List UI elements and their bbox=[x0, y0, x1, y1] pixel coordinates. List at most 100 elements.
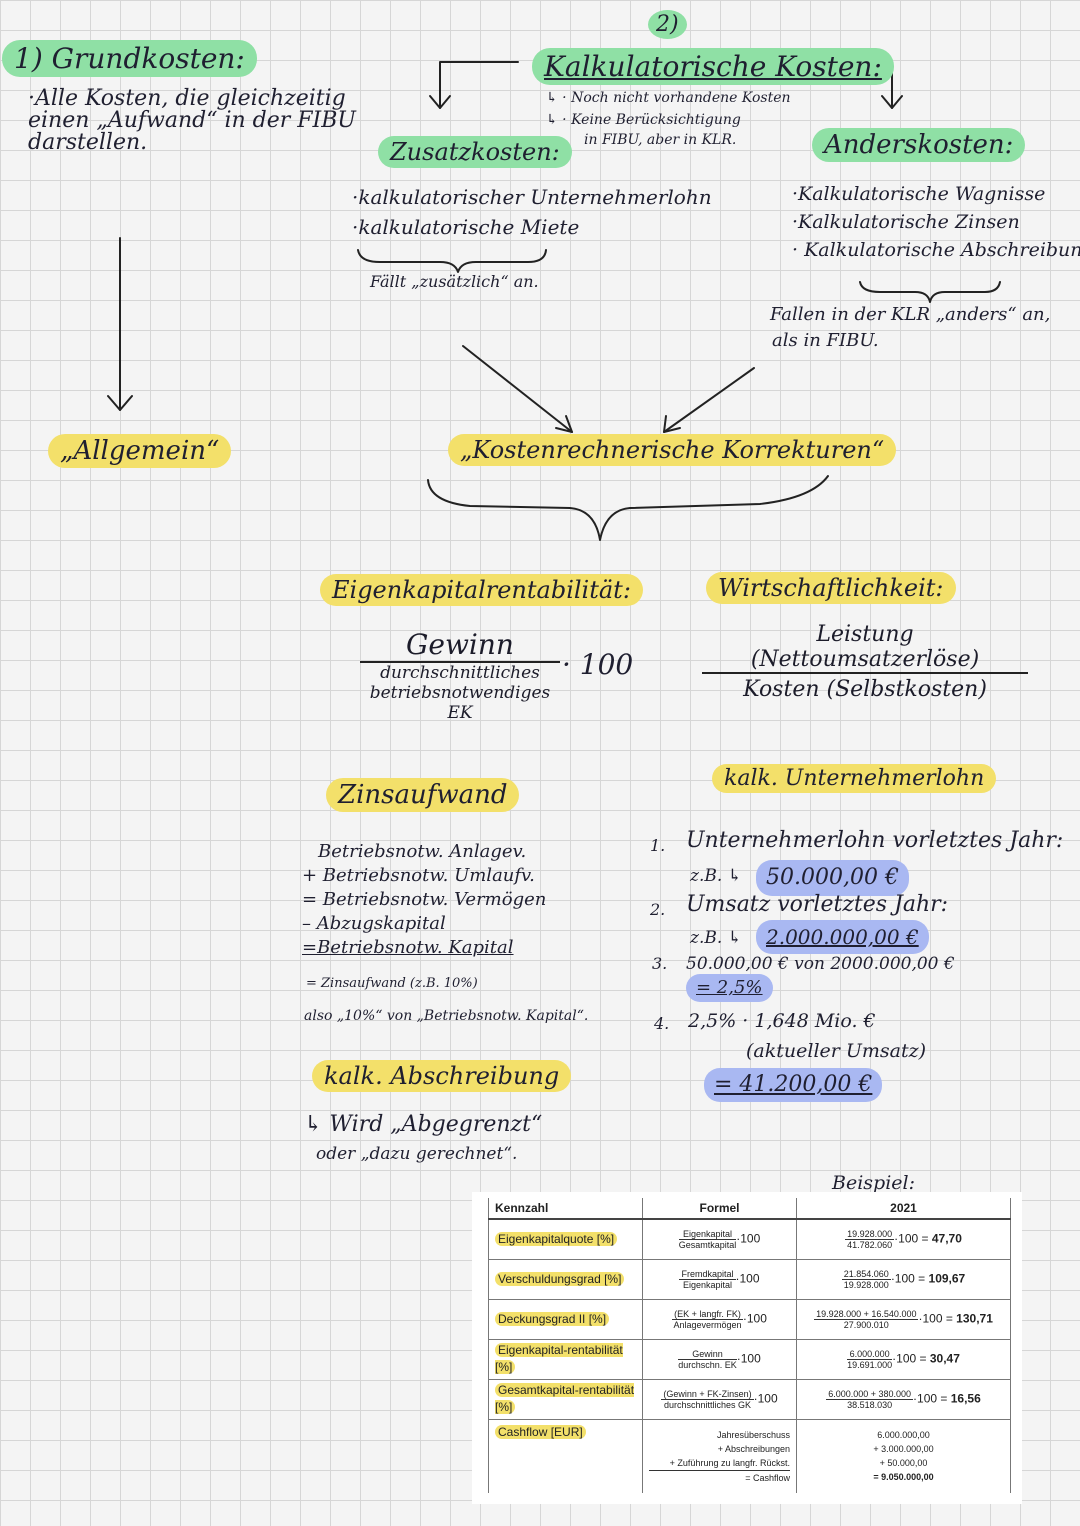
ekr-title: Eigenkapitalrentabilität: bbox=[320, 574, 643, 606]
formel-multiplier: ·100 bbox=[736, 1231, 761, 1246]
kalk-sub-3: in FIBU, aber in KLR. bbox=[584, 132, 737, 148]
wirt-numerator: Leistung (Nettoumsatzerlöse) bbox=[702, 622, 1028, 674]
kennzahl-label: Cashflow [EUR] bbox=[495, 1424, 586, 1439]
cashflow-formula-line: = Cashflow bbox=[649, 1469, 790, 1485]
formel-denominator: durchschnittliches GK bbox=[663, 1399, 751, 1410]
formel-multiplier: ·100 bbox=[742, 1311, 767, 1326]
value-denominator: 38.518.030 bbox=[847, 1399, 893, 1410]
value-numerator: 19.928.000 bbox=[845, 1228, 895, 1240]
anderskosten-item: · Kalkulatorische Abschreibung bbox=[792, 239, 1080, 261]
grundkosten-title: 1) Grundkosten: bbox=[2, 40, 257, 77]
anderskosten-note-line: Fallen in der KLR „anders“ an, bbox=[770, 304, 1051, 325]
table-header-row: Kennzahl Formel 2021 bbox=[488, 1198, 1011, 1220]
value-result: 109,67 bbox=[928, 1271, 966, 1286]
formel-multiplier: ·100 bbox=[736, 1351, 761, 1366]
ekr-numerator: Gewinn bbox=[360, 628, 560, 663]
zinsaufwand-title: Zinsaufwand bbox=[326, 778, 520, 812]
cashflow-value-line: 6.000.000,00 bbox=[877, 1430, 930, 1441]
zinsaufwand-explanation: also „10%“ von „Betriebsnotw. Kapital“. bbox=[304, 1008, 589, 1024]
cashflow-value-line: = 9.050.000,00 bbox=[873, 1472, 934, 1483]
formel-denominator: Anlagevermögen bbox=[673, 1319, 742, 1330]
zinsaufwand-rate: = Zinsaufwand (z.B. 10%) bbox=[306, 976, 478, 991]
zins-line: + Betriebsnotw. Umlaufv. bbox=[302, 865, 535, 886]
zins-line: = Betriebsnotw. Vermögen bbox=[302, 889, 547, 910]
formel-numerator: Eigenkapital bbox=[678, 1229, 737, 1240]
formel-multiplier: ·100 bbox=[735, 1271, 760, 1286]
kostenrechnerische-korrekturen: „Kostenrechnerische Korrekturen“ bbox=[448, 434, 897, 466]
kennzahl-label: Verschuldungsgrad [%] bbox=[495, 1271, 625, 1286]
kennzahl-label: Eigenkapital-rentabilität [%] bbox=[495, 1343, 623, 1374]
ulohn-umsatz-value: 2.000.000,00 € bbox=[756, 920, 929, 954]
zins-line: Betriebsnotw. Anlagev. bbox=[318, 841, 527, 862]
formel-numerator: Fremdkapital bbox=[679, 1268, 736, 1280]
header-formel: Formel bbox=[642, 1198, 797, 1220]
formel-denominator: Gesamtkapital bbox=[678, 1239, 737, 1250]
allgemein-label: „Allgemein“ bbox=[48, 434, 232, 468]
ekr-formula: Gewinn durchschnittliches betriebsnotwen… bbox=[360, 628, 560, 723]
kennzahl-cell: Eigenkapital-rentabilität [%] bbox=[488, 1338, 643, 1379]
value-denominator: 19.691.000 bbox=[847, 1359, 893, 1370]
kalk-sub-2: ↳ · Keine Berücksichtigung bbox=[546, 112, 741, 128]
value-denominator: 27.900.010 bbox=[843, 1319, 889, 1330]
abschreibung-line-2: oder „dazu gerechnet“. bbox=[316, 1144, 518, 1164]
unternehmerlohn-title: kalk. Unternehmerlohn bbox=[712, 764, 997, 793]
ulohn-step-2-zb: z.B. ↳ bbox=[690, 928, 742, 948]
zusatzkosten-item: ·kalkulatorische Miete bbox=[352, 215, 580, 239]
ulohn-step-3-number: 3. bbox=[652, 954, 668, 973]
ulohn-step-1: Unternehmerlohn vorletztes Jahr: bbox=[686, 828, 1064, 853]
value-multiplier: ·100 = bbox=[918, 1311, 957, 1326]
anderskosten-note: Fallen in der KLR „anders“ an, als in FI… bbox=[770, 302, 1050, 354]
ulohn-step-2-number: 2. bbox=[650, 900, 666, 919]
ulohn-step-4-number: 4. bbox=[654, 1014, 670, 1033]
cashflow-formula-line: Jahresüberschuss bbox=[716, 1429, 790, 1440]
ulohn-step-1-zb: z.B. ↳ bbox=[690, 866, 742, 886]
kennzahl-label: Eigenkapitalquote [%] bbox=[495, 1231, 618, 1246]
ulohn-step-4: 2,5% · 1,648 Mio. € bbox=[688, 1010, 876, 1032]
cashflow-value-line: + 3.000.000,00 bbox=[873, 1444, 934, 1455]
ulohn-result-value: = 41.200,00 € bbox=[704, 1068, 883, 1102]
grundkosten-line: ·Alle Kosten, die gleichzeitig bbox=[28, 86, 346, 111]
kalkulatorische-kosten-title: Kalkulatorische Kosten: bbox=[532, 48, 894, 85]
kennzahl-cell: Deckungsgrad II [%] bbox=[488, 1298, 643, 1339]
anderskosten-note-line: als in FIBU. bbox=[772, 330, 879, 351]
cashflow-formula-line: + Zuführung zu langfr. Rückst. bbox=[669, 1457, 790, 1468]
anderskosten-item: ·Kalkulatorische Zinsen bbox=[792, 211, 1020, 233]
kennzahl-cell: Eigenkapitalquote [%] bbox=[488, 1218, 643, 1259]
value-multiplier: ·100 = bbox=[913, 1391, 951, 1406]
value-multiplier: ·100 = bbox=[892, 1351, 930, 1366]
ulohn-step-4-note: (aktueller Umsatz) bbox=[746, 1040, 927, 1062]
grundkosten-line: einen „Aufwand“ in der FIBU bbox=[28, 108, 356, 133]
value-numerator: 6.000.000 bbox=[847, 1349, 893, 1360]
grundkosten-line: darstellen. bbox=[28, 130, 148, 155]
header-kennzahl: Kennzahl bbox=[488, 1198, 643, 1220]
zusatzkosten-item: ·kalkulatorischer Unternehmerlohn bbox=[352, 185, 712, 209]
ekr-multiplier: · 100 bbox=[562, 648, 634, 681]
cashflow-formula-cell: Jahresüberschuss + Abschreibungen + Zufü… bbox=[642, 1418, 797, 1493]
formel-numerator: (Gewinn + FK-Zinsen) bbox=[661, 1388, 754, 1400]
kennzahlen-table-card: Kennzahl Formel 2021 Eigenkapitalquote [… bbox=[472, 1192, 1022, 1504]
anderskosten-item: ·Kalkulatorische Wagnisse bbox=[792, 183, 1046, 205]
wirtschaftlichkeit-formula: Leistung (Nettoumsatzerlöse) Kosten (Sel… bbox=[702, 622, 1028, 706]
table-row: Gesamtkapital-rentabilität [%] (Gewinn +… bbox=[488, 1378, 1011, 1419]
cashflow-value-line: + 50.000,00 bbox=[879, 1458, 928, 1469]
ekr-denominator-2: betriebsnotwendiges EK bbox=[369, 683, 551, 723]
value-result: 16,56 bbox=[950, 1391, 981, 1406]
value-result: 130,71 bbox=[956, 1311, 993, 1326]
kennzahl-label: Gesamtkapital-rentabilität [%] bbox=[495, 1383, 635, 1414]
formel-multiplier: ·100 bbox=[753, 1391, 778, 1406]
zins-line: =Betriebsnotw. Kapital bbox=[302, 937, 514, 958]
anderskosten-list: ·Kalkulatorische Wagnisse ·Kalkulatorisc… bbox=[792, 180, 1080, 264]
kennzahlen-table: Kennzahl Formel 2021 Eigenkapitalquote [… bbox=[488, 1198, 1011, 1493]
zusatzkosten-note: Fällt „zusätzlich“ an. bbox=[370, 272, 539, 291]
value-multiplier: ·100 = bbox=[894, 1231, 932, 1246]
wirt-denominator: Kosten (Selbstkosten) bbox=[743, 677, 987, 702]
ulohn-percentage: = 2,5% bbox=[686, 974, 773, 1002]
value-result: 30,47 bbox=[929, 1351, 960, 1366]
formel-denominator: Eigenkapital bbox=[682, 1279, 732, 1290]
